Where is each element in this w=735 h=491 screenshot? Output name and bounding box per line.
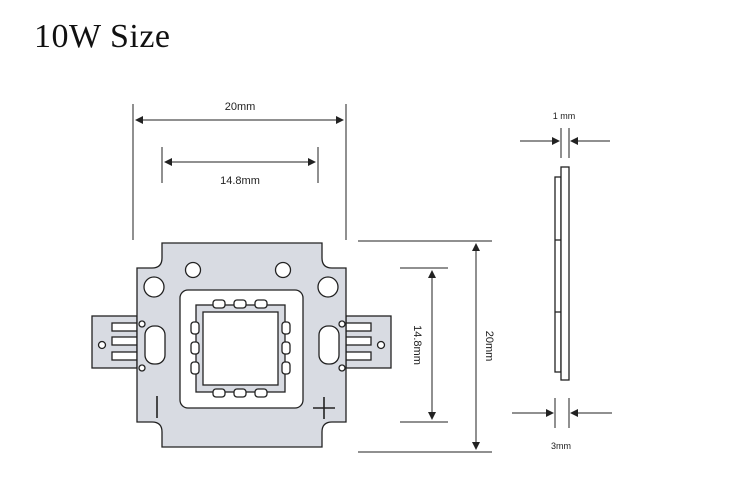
dim-thickness-bottom — [512, 398, 612, 428]
small-hole-top-left — [184, 261, 202, 279]
die-bumps — [190, 299, 291, 398]
page-title: 10W Size — [34, 18, 171, 55]
led-board-top-view — [91, 242, 392, 448]
right-tab-hole — [376, 340, 386, 350]
dim-thickness-bottom-label: 3mm — [551, 441, 571, 451]
left-contact-slot — [144, 325, 166, 365]
led-die-core — [202, 311, 279, 386]
dim-thickness-top-label: 1 mm — [553, 111, 576, 121]
dim-width-inner-label: 14.8mm — [220, 175, 260, 187]
left-contact-dot-bottom — [138, 364, 146, 372]
dim-height-outer — [358, 240, 492, 453]
right-tab-pad-2 — [345, 336, 372, 346]
right-contact-dot-bottom — [338, 364, 346, 372]
led-side-view — [554, 166, 570, 381]
left-tab-pad-1 — [111, 322, 138, 332]
left-contact-dot-top — [138, 320, 146, 328]
plus-mark — [313, 397, 335, 419]
left-tab-pad-3 — [111, 351, 138, 361]
small-hole-top-right — [274, 261, 292, 279]
dim-width-outer — [132, 104, 347, 240]
mount-hole-top-left — [143, 276, 165, 298]
right-tab-pad-3 — [345, 351, 372, 361]
right-tab-pad-1 — [345, 322, 372, 332]
dim-height-inner-label: 14.8mm — [411, 325, 423, 365]
dim-thickness-top — [520, 128, 610, 158]
dim-height-inner — [400, 267, 448, 423]
side-die-layer — [554, 176, 562, 373]
dim-height-outer-label: 20mm — [483, 331, 495, 362]
dim-width-inner — [161, 147, 319, 183]
left-tab-pad-2 — [111, 336, 138, 346]
right-contact-slot — [318, 325, 340, 365]
dim-width-outer-label: 20mm — [225, 101, 256, 113]
left-tab-hole — [97, 340, 107, 350]
right-contact-dot-top — [338, 320, 346, 328]
side-board-layer — [560, 166, 570, 381]
mount-hole-top-right — [317, 276, 339, 298]
